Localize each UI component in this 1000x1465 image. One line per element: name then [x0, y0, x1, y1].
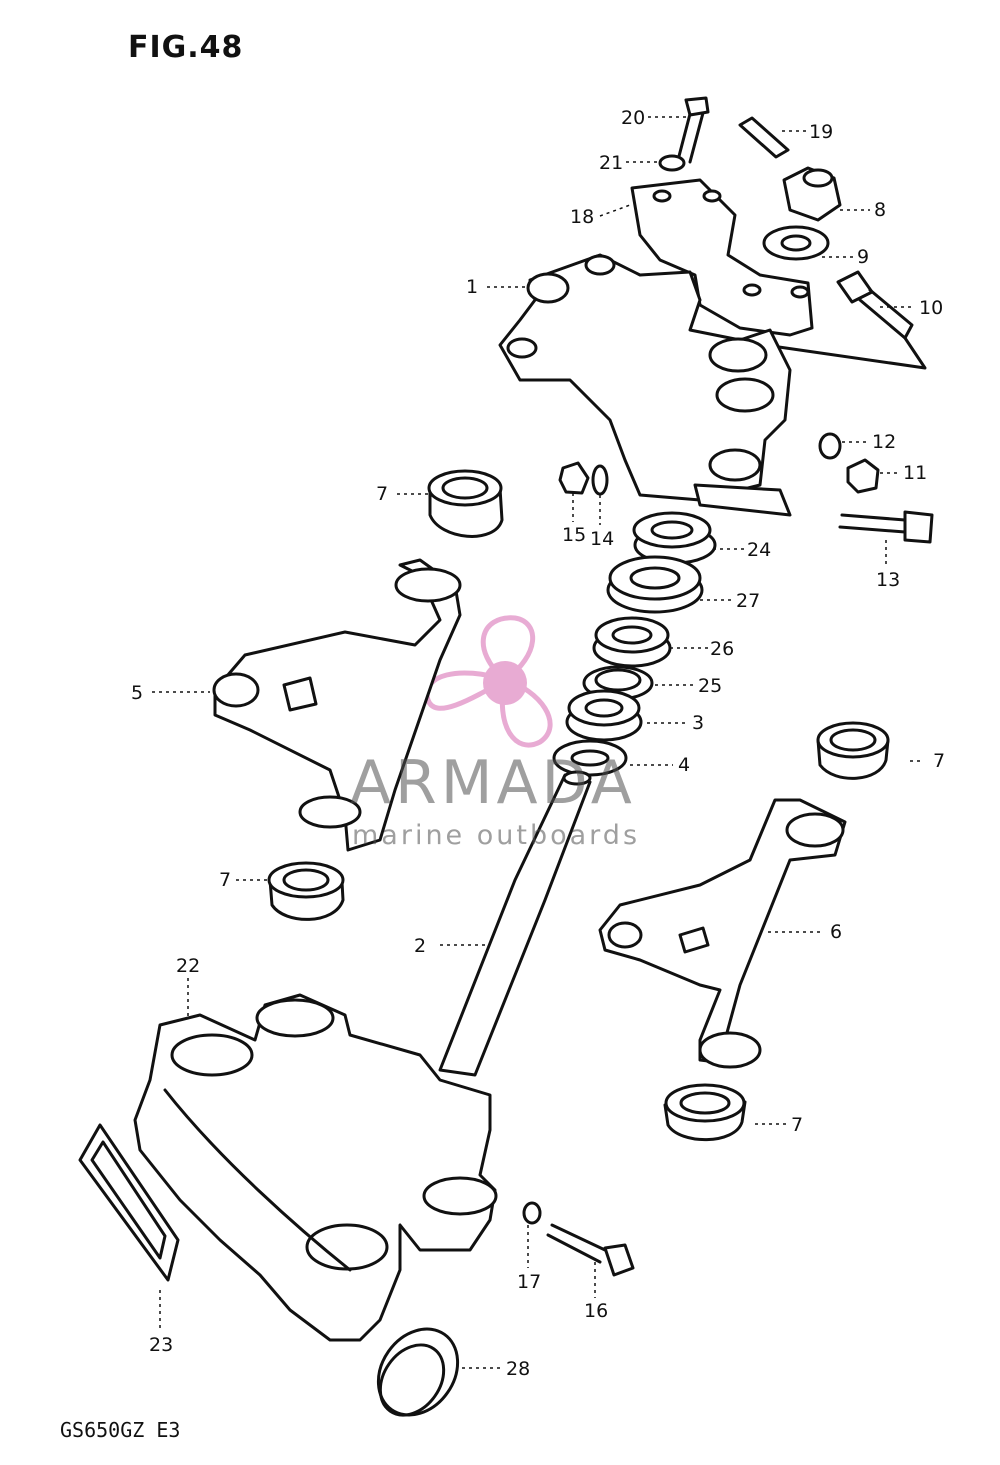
- part-15-nut: [558, 461, 590, 495]
- callout-5: 5: [131, 682, 144, 704]
- callout-16: 16: [584, 1300, 609, 1322]
- callout-7d: 7: [791, 1114, 804, 1136]
- leader-lines: [152, 116, 922, 1369]
- part-16-bolt: [546, 1223, 635, 1277]
- callout-11: 11: [903, 462, 928, 484]
- callout-7c: 7: [219, 869, 232, 891]
- part-28-cap: [376, 1327, 460, 1417]
- part-10-bolt: [836, 270, 914, 340]
- callout-15: 15: [562, 524, 587, 546]
- callout-3: 3: [692, 712, 705, 734]
- part-2-steering-stem: [438, 770, 592, 1077]
- callout-1: 1: [466, 276, 479, 298]
- part-26-race: [592, 616, 672, 668]
- part-20-bolt: [676, 96, 710, 164]
- part-27-seal: [606, 555, 704, 614]
- part-7-rubber-c: [267, 861, 345, 921]
- part-1-upper-bracket: [498, 253, 792, 517]
- part-19-emblem: [738, 116, 790, 159]
- part-12-washer: [818, 432, 842, 460]
- callout-12: 12: [872, 431, 897, 453]
- watermark-subtitle: marine outboards: [352, 820, 641, 851]
- part-11-nut: [846, 458, 880, 494]
- callout-4: 4: [678, 754, 691, 776]
- part-24-nut: [632, 511, 717, 565]
- callout-7b: 7: [933, 750, 946, 772]
- part-18-clamp: [630, 178, 814, 337]
- callout-14: 14: [590, 528, 615, 550]
- callout-19: 19: [809, 121, 834, 143]
- callout-28: 28: [506, 1358, 531, 1380]
- part-7-rubber-a: [427, 469, 504, 538]
- callout-7a: 7: [376, 483, 389, 505]
- callout-20: 20: [621, 107, 646, 129]
- watermark-blade-left: [424, 670, 512, 711]
- part-7-rubber-b: [816, 721, 890, 780]
- callout-27: 27: [736, 590, 761, 612]
- callout-26: 26: [710, 638, 735, 660]
- part-21-washer: [658, 154, 686, 172]
- watermark-hub: [483, 661, 527, 705]
- callout-21: 21: [599, 152, 624, 174]
- callout-22: 22: [176, 955, 201, 977]
- callout-10: 10: [919, 297, 944, 319]
- part-8-cap-nut: [782, 166, 842, 222]
- callout-24: 24: [747, 539, 772, 561]
- part-7-rubber-d: [663, 1083, 747, 1142]
- part-13-bolt: [838, 510, 934, 544]
- part-9-washer: [762, 225, 830, 261]
- part-14-washer: [591, 464, 609, 496]
- part-6-right-bracket: [598, 798, 847, 1069]
- callout-2: 2: [414, 935, 427, 957]
- callout-9: 9: [857, 246, 870, 268]
- callout-13: 13: [876, 569, 901, 591]
- callout-25: 25: [698, 675, 723, 697]
- watermark-logo: [424, 615, 553, 748]
- figure-title: FIG.48: [128, 30, 244, 65]
- part-17-washer: [522, 1201, 542, 1225]
- callout-23: 23: [149, 1334, 174, 1356]
- watermark-blade-top: [480, 615, 536, 684]
- part-4-race: [552, 739, 628, 777]
- model-code: GS650GZ E3: [60, 1418, 181, 1442]
- callout-18: 18: [570, 206, 595, 228]
- watermark-word: ARMADA: [350, 748, 636, 818]
- callout-8: 8: [874, 199, 887, 221]
- part-5-left-bracket: [212, 558, 462, 852]
- callout-17: 17: [517, 1271, 542, 1293]
- part-23-emblem-plate: [78, 1123, 180, 1282]
- watermark-blade-right: [499, 676, 553, 748]
- part-3-bearing: [565, 689, 643, 742]
- callout-6: 6: [830, 921, 843, 943]
- part-22-lower-bracket: [133, 993, 498, 1342]
